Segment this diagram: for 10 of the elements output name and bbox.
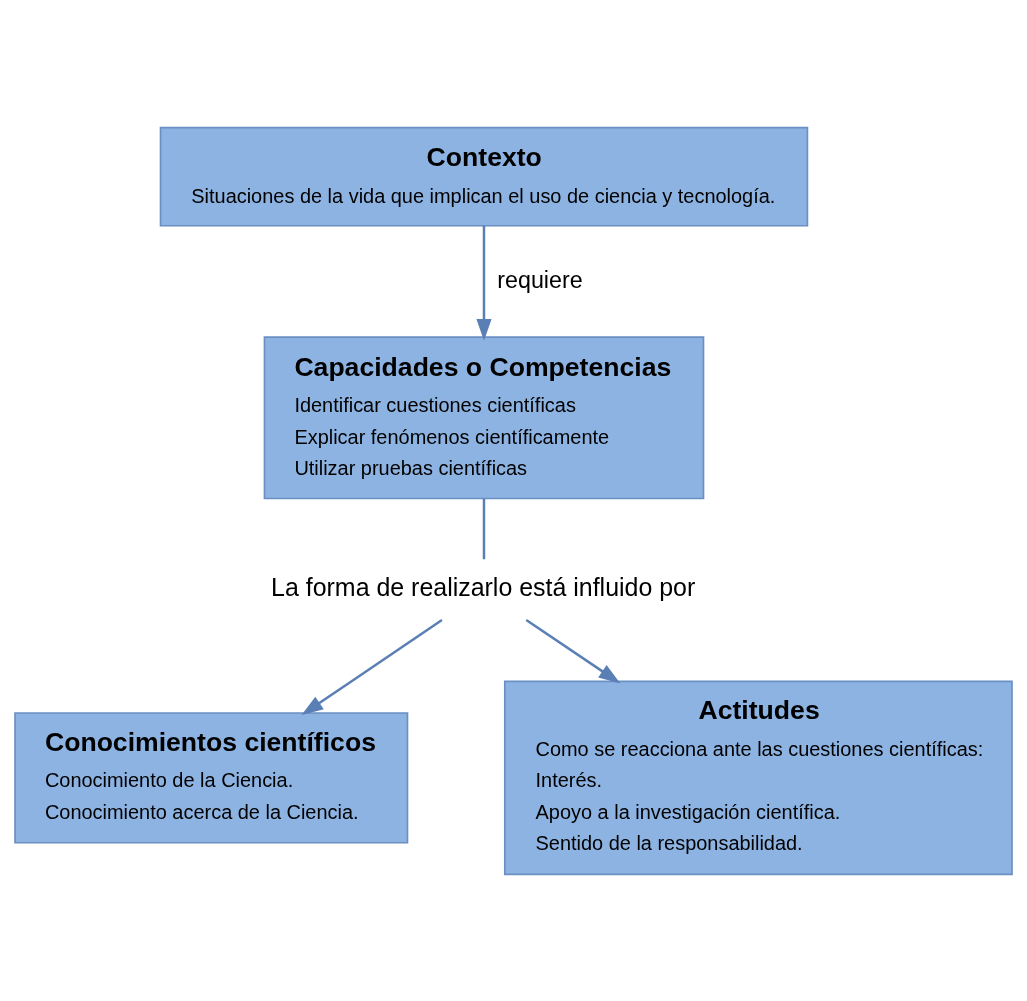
node-box: Conocimientos científicos Conocimiento de la Ciencia. Conocimiento acerca de la Ciencia. (14, 711, 409, 844)
edge-label: requiere (497, 266, 583, 293)
arrow (301, 618, 443, 715)
arrow (525, 618, 621, 683)
node-box: Actitudes Como se reacciona ante las cuestiones científicas: Interés. Apoyo a la investigación científica. Sentido de la responsabilidad. (503, 680, 1013, 875)
node-text: La forma de realizarlo está influido por (271, 572, 696, 601)
node-box: Contexto Situaciones de la vida que implican el uso de ciencia y tecnología. (159, 126, 809, 227)
connector (482, 498, 486, 559)
arrow (476, 225, 492, 341)
node-box: Capacidades o Competencias Identificar cuestiones científicas Explicar fenómenos científicamente Utilizar pruebas científicas (263, 335, 705, 499)
